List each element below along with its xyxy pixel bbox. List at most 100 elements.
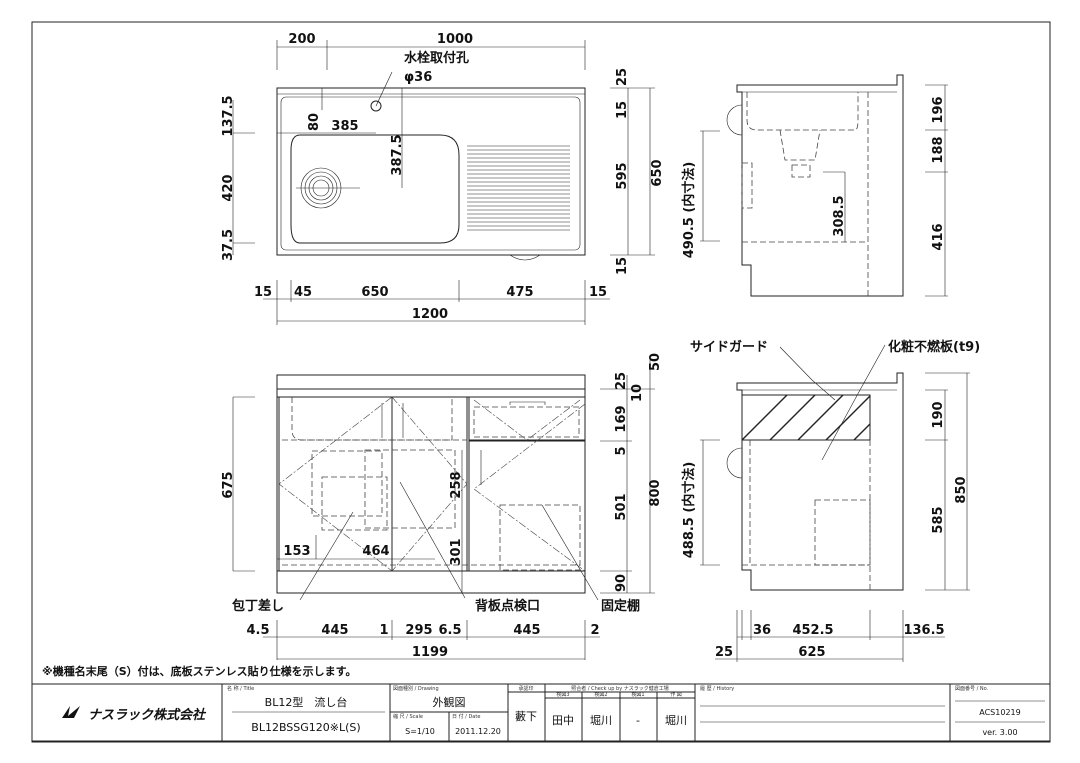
dim-label: 488.5 (内寸法): [681, 462, 697, 559]
checker-name: -: [636, 714, 640, 727]
dim-label: 169: [614, 405, 629, 432]
dim-label: 385: [331, 119, 358, 134]
checker-name: 堀川: [590, 714, 612, 727]
drawing-number: ACS10219: [979, 708, 1020, 717]
dim-label: 2: [590, 623, 599, 638]
dim-label: 190: [931, 401, 946, 428]
dim-label: 387.5: [390, 134, 405, 175]
history-header: 履 歴 / History: [700, 686, 734, 692]
dim-label: 137.5: [221, 95, 236, 136]
checker-role: 作 図: [670, 691, 682, 698]
callout-side-guard: サイドガード: [690, 340, 768, 355]
dim-label: 188: [931, 136, 946, 163]
hatch-line: [741, 394, 788, 441]
side-view-exterior: サイドガード 化粧不燃板(t9) 488.5 (内寸法) 190 585 850…: [681, 339, 980, 662]
checker-name: 堀川: [665, 714, 687, 727]
dim-label: 295: [405, 623, 432, 638]
dim-label: 301: [449, 538, 464, 565]
faucet-hole-label: 水栓取付孔: [404, 50, 469, 66]
title-header: 名 称 / Title: [227, 685, 254, 692]
plan-view: 200 1000 水栓取付孔 φ36 80 385 387.5 137.5 42…: [221, 32, 665, 325]
drawing-type: 外観図: [433, 695, 466, 709]
checker-role: 検図1: [631, 691, 644, 698]
dim-label: 258: [449, 471, 464, 498]
callout-knife-holder: 包丁差し: [232, 598, 284, 614]
version: ver. 3.00: [982, 728, 1017, 737]
dim-label: 15: [589, 285, 607, 300]
dim-label: 1000: [437, 32, 473, 47]
dim-label: 595: [615, 162, 630, 189]
dim-label: 800: [648, 479, 663, 506]
dim-label: 445: [513, 623, 540, 638]
checker-role: 検図2: [594, 691, 607, 698]
drawing-type-header: 図面種別 / Drawing: [393, 685, 439, 692]
dim-label: 45: [294, 285, 312, 300]
title-block: ナスラック株式会社 名 称 / Title BL12型 流し台 BL12BSSG…: [31, 683, 1051, 742]
checker-role: 検図3: [556, 691, 569, 698]
date-header: 日 付 / Date: [452, 713, 480, 720]
dim-label: 464: [362, 544, 389, 559]
sheet-border: [31, 21, 1051, 743]
front-view: 675 153 464 258 301 50 25 10 169 5 501 9…: [221, 353, 663, 660]
company-logo-icon: [62, 706, 80, 718]
callout-back-panel-access: 背板点検口: [475, 598, 540, 614]
dim-label: 420: [221, 174, 236, 201]
company-name: ナスラック株式会社: [88, 707, 207, 723]
hatch-line: [825, 395, 871, 441]
hatch-line: [797, 394, 844, 441]
dim-label: 15: [254, 285, 272, 300]
dim-label: 200: [288, 32, 315, 47]
dim-label: 10: [630, 384, 645, 402]
spec-note: ※機種名末尾（S）付は、底板ステンレス貼り仕様を示します。: [42, 664, 357, 678]
dim-label: 675: [221, 471, 236, 498]
dim-label: 850: [954, 476, 969, 503]
dim-label: 80: [307, 113, 322, 131]
dim-label: 4.5: [246, 623, 269, 638]
dim-label: 25: [715, 645, 733, 660]
dim-label: 308.5: [832, 195, 847, 236]
dim-label: 153: [283, 544, 310, 559]
dim-label: 475: [506, 285, 533, 300]
drainboard-grooves: [467, 145, 570, 231]
dim-label: 5: [614, 446, 629, 455]
drawing-title: BL12型 流し台: [265, 695, 348, 709]
drain: [296, 167, 360, 209]
dim-label: 37.5: [221, 229, 236, 261]
dim-label: 445: [321, 623, 348, 638]
dim-label: 6.5: [438, 623, 461, 638]
scale-value: S=1/10: [405, 727, 435, 736]
scale-header: 縮 尺 / Scale: [393, 713, 423, 720]
dim-label: 196: [931, 96, 946, 123]
side-guard-hatching: [741, 394, 871, 441]
callout-fixed-shelf: 固定棚: [601, 598, 640, 614]
hatch-line: [769, 394, 816, 441]
dim-label: 50: [648, 353, 663, 371]
approval-header: 承認印: [518, 685, 533, 692]
dim-label: 136.5: [903, 623, 944, 638]
dim-label: 625: [798, 645, 825, 660]
approver-name: 藪下: [515, 710, 537, 723]
dim-label: 25: [614, 372, 629, 390]
callout-decorative-board: 化粧不燃板(t9): [888, 339, 980, 355]
checker-name: 田中: [552, 714, 574, 727]
drawing-no-header: 図面番号 / No.: [955, 685, 989, 692]
dim-label: 501: [614, 493, 629, 520]
dim-label: 1199: [412, 645, 448, 660]
model-number: BL12BSSG120※L(S): [251, 721, 360, 734]
dim-label: 1200: [412, 307, 448, 322]
dim-label: 15: [615, 101, 630, 119]
dim-label: 452.5: [792, 623, 833, 638]
checker-header: 照合者 / Check up by ナスラック健倉工場: [571, 685, 669, 692]
dim-label: 585: [931, 506, 946, 533]
dim-label: 90: [614, 574, 629, 592]
dim-label: 25: [615, 68, 630, 86]
dim-label: 1: [379, 623, 388, 638]
sink-bowl: [290, 134, 460, 244]
date-value: 2011.12.20: [455, 727, 501, 736]
faucet-hole: [370, 100, 382, 112]
dim-label: 416: [931, 223, 946, 250]
hatch-line: [853, 423, 871, 441]
side-view-section: 490.5 (内寸法) 308.5 196 188 416: [681, 74, 948, 297]
dim-label: 490.5 (内寸法): [681, 162, 697, 259]
